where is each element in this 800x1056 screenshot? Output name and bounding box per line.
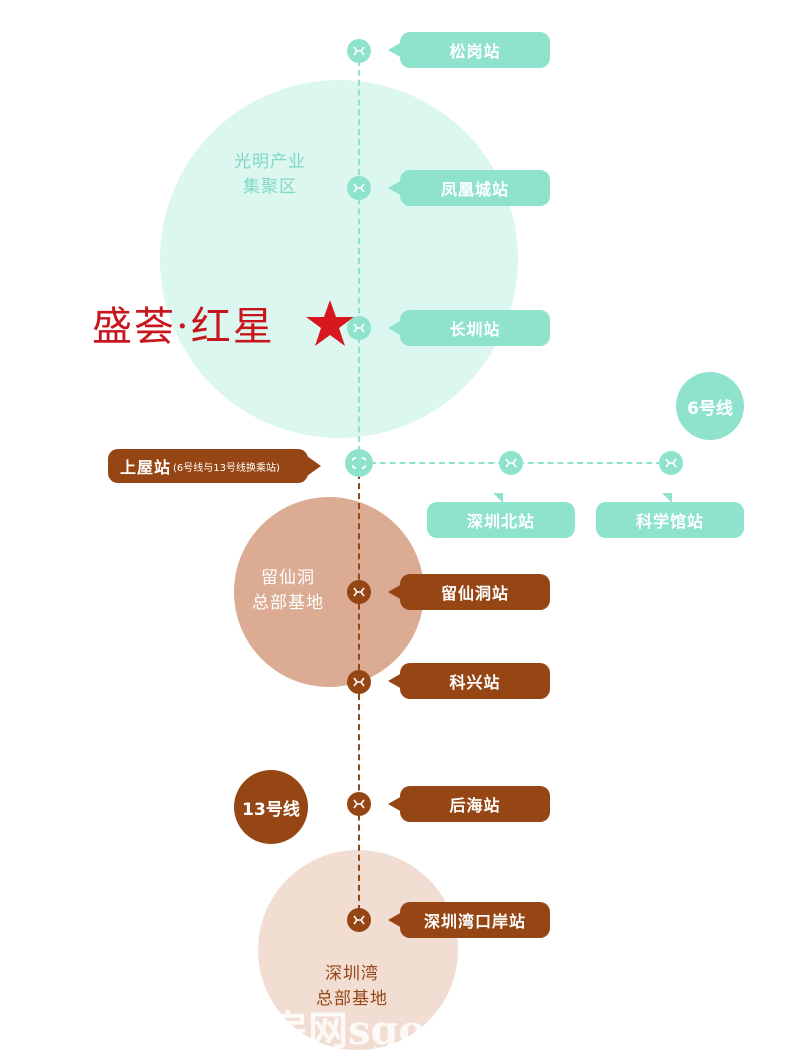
metro-icon — [353, 323, 365, 333]
metro-icon — [353, 183, 365, 193]
station-label-shenzhenbei[interactable]: 深圳北站 — [427, 493, 575, 538]
station-label-liuxiandong[interactable]: 留仙洞站 — [388, 574, 550, 610]
metro-icon — [353, 799, 365, 809]
transfer-station-label[interactable]: 上屋站 (6号线与13号线换乘站) — [108, 449, 308, 483]
station-node-shenzhenbei[interactable] — [499, 451, 523, 475]
district-label-shenzhenwan: 深圳湾 总部基地 — [316, 964, 388, 1009]
metro-icon — [353, 46, 365, 56]
station-node-liuxiandong[interactable] — [347, 580, 371, 604]
transfer-icon — [352, 457, 366, 469]
station-label-kexueguan[interactable]: 科学馆站 — [596, 493, 744, 538]
transfer-station-note: (6号线与13号线换乘站) — [173, 462, 280, 474]
district-circle-guangming — [160, 80, 518, 438]
metro-icon — [353, 915, 365, 925]
transfer-label-pointer — [307, 456, 321, 476]
station-label-changzhen[interactable]: 长圳站 — [388, 310, 550, 346]
metro-icon — [505, 458, 517, 468]
station-node-kexueguan[interactable] — [659, 451, 683, 475]
station-node-kexing[interactable] — [347, 670, 371, 694]
station-label-kexing[interactable]: 科兴站 — [388, 663, 550, 699]
line6-badge: 6号线 — [676, 372, 744, 440]
station-node-shenzhenwan-kouan[interactable] — [347, 908, 371, 932]
metro-icon — [353, 677, 365, 687]
transfer-station-node[interactable] — [345, 449, 373, 477]
station-label-shenzhenwan-kouan[interactable]: 深圳湾口岸站 — [388, 902, 550, 938]
transfer-station-name: 上屋站 — [120, 458, 172, 477]
station-label-houhai[interactable]: 后海站 — [388, 786, 550, 822]
station-node-fenghuangcheng[interactable] — [347, 176, 371, 200]
metro-icon — [665, 458, 677, 468]
line6-track — [358, 50, 360, 462]
station-node-songgang[interactable] — [347, 39, 371, 63]
project-name: 盛荟·红星 — [92, 304, 275, 350]
station-label-songgang[interactable]: 松岗站 — [388, 32, 550, 68]
station-node-houhai[interactable] — [347, 792, 371, 816]
watermark: 房网sgo — [268, 1007, 426, 1054]
district-label-liuxiandong: 留仙洞 总部基地 — [252, 568, 324, 613]
star-icon — [306, 300, 354, 346]
station-node-changzhen[interactable] — [347, 316, 371, 340]
district-label-guangming: 光明产业 集聚区 — [234, 152, 306, 197]
line13-badge: 13号线 — [234, 770, 308, 844]
station-label-fenghuangcheng[interactable]: 凤凰城站 — [388, 170, 550, 206]
metro-icon — [353, 587, 365, 597]
